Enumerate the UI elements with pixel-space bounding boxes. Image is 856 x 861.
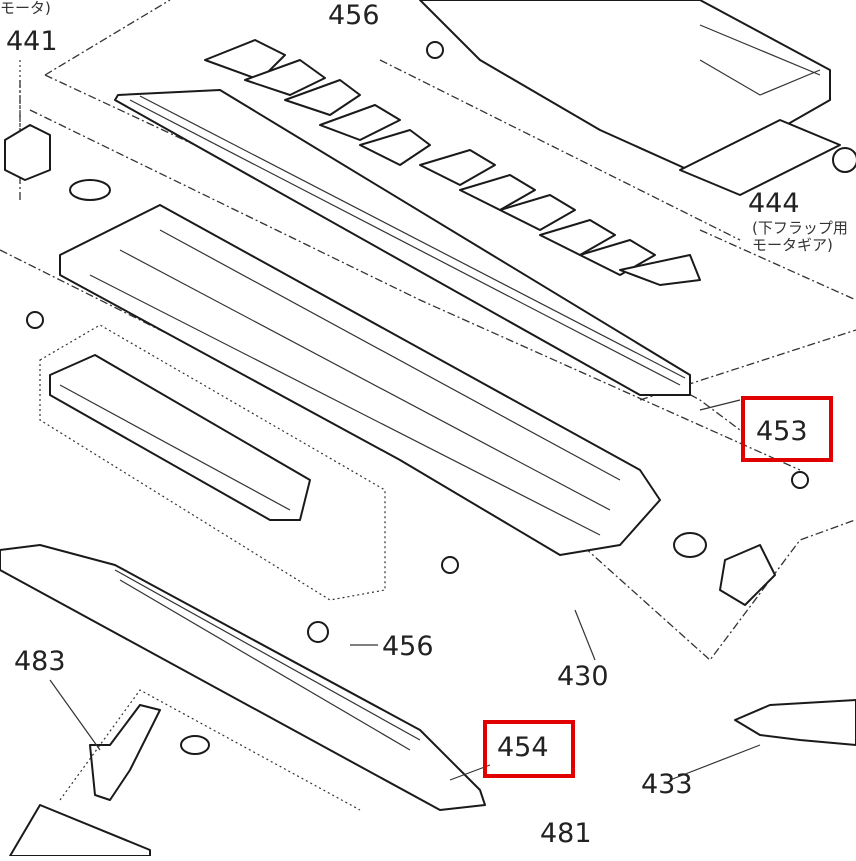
part-454-lower-flap xyxy=(0,544,486,811)
part-441-bracket xyxy=(4,60,111,201)
part-label-430[interactable]: 430 xyxy=(557,661,609,692)
top-left-fragment-text: モータ) xyxy=(0,0,51,17)
part-label-481[interactable]: 481 xyxy=(540,818,592,849)
part-motor-gear xyxy=(673,471,809,606)
assembly-envelope xyxy=(44,0,171,76)
part-label-483[interactable]: 483 xyxy=(14,646,66,677)
part-453-flap-bar xyxy=(114,89,691,396)
part-430-chassis xyxy=(26,204,661,574)
part-label-454[interactable]: 454 xyxy=(497,732,549,763)
inner-duct xyxy=(49,354,311,521)
part-label-433[interactable]: 433 xyxy=(641,769,693,800)
part-label-444[interactable]: 444 xyxy=(748,188,800,219)
part-label-453[interactable]: 453 xyxy=(756,416,808,447)
part-433 xyxy=(734,699,856,746)
part-label-441[interactable]: 441 xyxy=(6,26,58,57)
part-label-456-mid[interactable]: 456 xyxy=(382,631,434,662)
annotation-444: (下フラップ用 モータギア) xyxy=(752,219,848,255)
highlight-box-454 xyxy=(483,720,575,778)
highlight-box-453 xyxy=(741,396,833,462)
annotation-444-line2: モータギア) xyxy=(752,236,833,255)
upper-flap-vanes xyxy=(204,39,701,286)
part-456-screw xyxy=(307,621,329,643)
part-444-motor-housing xyxy=(419,0,856,196)
part-483-bracket xyxy=(59,689,361,811)
part-label-456-top[interactable]: 456 xyxy=(328,0,380,31)
annotation-444-line1: (下フラップ用 xyxy=(752,219,848,237)
